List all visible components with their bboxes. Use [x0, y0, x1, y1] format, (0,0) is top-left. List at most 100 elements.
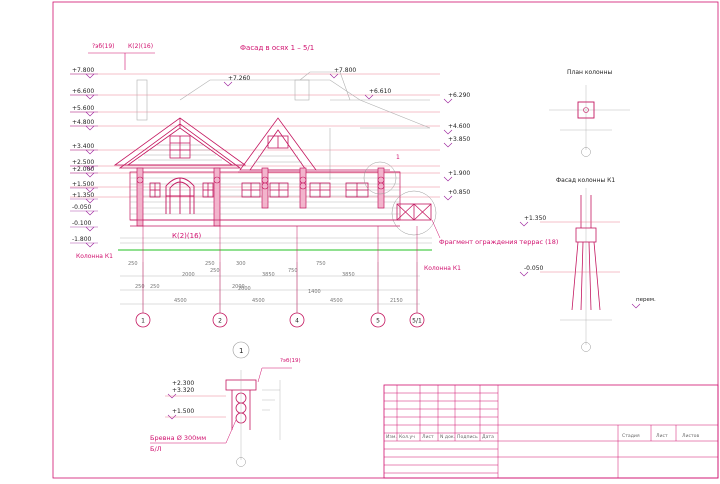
detail-circle-1	[363, 161, 397, 195]
level-label: +2.000	[72, 166, 94, 173]
svg-text:+1.500: +1.500	[172, 408, 194, 415]
level-marker: +1.350	[519, 215, 546, 227]
tb-col-label: Кол.уч	[399, 434, 415, 440]
dim-label: 2000	[232, 284, 245, 290]
svg-text:+4.600: +4.600	[448, 123, 470, 130]
detail-callout-number: 1	[239, 347, 243, 355]
svg-text:+6.610: +6.610	[369, 88, 391, 95]
level-label: +2.500	[72, 159, 94, 166]
level-marker: +7.260	[223, 75, 250, 87]
svg-text:+6.290: +6.290	[448, 92, 470, 99]
level-marker: +3.400	[70, 143, 98, 155]
axis-label: 2	[218, 318, 222, 325]
level-marker: +1.500	[70, 181, 98, 193]
axis-label: 5/1	[412, 318, 422, 325]
detail-circle-fence	[391, 190, 437, 236]
lower-windows	[149, 182, 369, 198]
axis-bubble: 5/1	[409, 226, 425, 328]
svg-text:+0.850: +0.850	[448, 189, 470, 196]
detail-callout-circle	[232, 341, 250, 359]
callout-number: 1	[396, 154, 400, 161]
svg-text:+7.260: +7.260	[228, 75, 250, 82]
level-marker: -1.800	[70, 236, 98, 248]
level-label: +6.600	[72, 88, 94, 95]
axis-label: 4	[295, 318, 299, 325]
level-marker: +3.320	[167, 387, 194, 399]
right-gable-planks	[254, 155, 302, 163]
detail-note-1: Бревна Ø 300мм	[150, 434, 206, 442]
level-marker: +6.600	[70, 88, 98, 100]
level-marker: +4.600	[443, 123, 470, 135]
dim-label: 750	[288, 268, 298, 274]
grid-axes: 1 2 4 5 5/1	[135, 226, 425, 328]
right-gable	[239, 117, 317, 171]
level-marker: +2.300	[172, 380, 194, 387]
dim-label: 250	[135, 284, 145, 290]
dim-label: 2000	[182, 272, 195, 278]
axis-label: 5	[376, 318, 380, 325]
column-plan-view: План колонны	[549, 69, 630, 157]
svg-text:+2.300: +2.300	[172, 380, 194, 387]
level-label: +7.800	[72, 67, 94, 74]
level-marker: +5.600	[70, 105, 98, 117]
column-plan-square	[577, 101, 595, 119]
detail-note-2: Б/Л	[150, 445, 162, 453]
svg-text:+1.900: +1.900	[448, 170, 470, 177]
level-marker: -0.100	[70, 220, 98, 232]
facade-elevation: Фасад в осях 1 – 5/1 ?эб(19) К(2)(16)	[70, 43, 558, 328]
column-label-right: Колонна К1	[424, 265, 461, 272]
facade-title: Фасад в осях 1 – 5/1	[240, 44, 314, 52]
dim-label: 3850	[262, 272, 275, 278]
axis-bubble: 1	[135, 226, 151, 328]
top-tag-left: ?эб(19)	[92, 43, 115, 50]
level-label: -0.100	[72, 220, 92, 227]
level-marker: +7.800	[70, 67, 98, 79]
svg-text:+1.350: +1.350	[524, 215, 546, 222]
dim-label: 250	[210, 268, 220, 274]
axis-bubble: 2	[212, 226, 228, 328]
level-marker: +4.800	[70, 119, 98, 131]
level-label: +5.600	[72, 105, 94, 112]
dim-label: 4500	[252, 298, 265, 304]
level-marker: +6.290	[443, 92, 470, 104]
column-label-left: Колонна К1	[76, 253, 113, 260]
level-marker: +1.500	[167, 408, 194, 420]
column-facade-title: Фасад колонны К1	[556, 177, 615, 184]
dim-label: 300	[236, 261, 246, 267]
level-marker: -0.050	[519, 265, 544, 277]
left-level-markers: +7.800 +6.600 +5.600 +4.800 +3.400 +2.500+2.0…	[70, 67, 98, 248]
dim-label: 250	[150, 284, 160, 290]
column-caps	[136, 176, 385, 190]
gable-window	[169, 135, 191, 159]
level-label: +3.400	[72, 143, 94, 150]
dim-label: 750	[316, 261, 326, 267]
dim-label: 4500	[330, 298, 343, 304]
tb-col-label: Подпись	[457, 434, 478, 440]
detail-node-1: 1 ?эб(19) +2.300 +3.320 +1.500 Бревна Ø …	[150, 341, 301, 467]
fence-fragment	[396, 203, 432, 221]
dim-label: 3850	[342, 272, 355, 278]
dimension-lines	[120, 262, 420, 314]
dim-label: 2000	[238, 286, 251, 292]
column-plan-title: План колонны	[567, 69, 613, 76]
svg-text:+3.320: +3.320	[172, 387, 194, 394]
tb-col-label: N док.	[440, 434, 455, 440]
fence-label: Фрагмент ограждения террас (18)	[439, 238, 558, 246]
axis-label: 1	[141, 318, 145, 325]
mid-tag: К(2)(16)	[172, 232, 202, 240]
rear-roof-outline	[136, 71, 431, 180]
axis-bubble: 4	[289, 226, 305, 328]
level-marker: +3.850	[443, 136, 470, 148]
dims-row-1: 250 2000 250 2000 250 300 3850 750 750 3850	[128, 261, 355, 292]
axis-bubble: 5	[370, 226, 386, 328]
level-label: -0.050	[72, 204, 92, 211]
level-marker: +1.900	[443, 170, 470, 182]
left-gable	[113, 117, 247, 169]
level-marker: +2.500	[70, 159, 98, 171]
level-marker: -0.050	[70, 204, 98, 216]
svg-text:-0.050: -0.050	[524, 265, 544, 272]
column-facade-view: Фасад колонны К1 +1.350 -0.050 перем.	[519, 177, 656, 352]
